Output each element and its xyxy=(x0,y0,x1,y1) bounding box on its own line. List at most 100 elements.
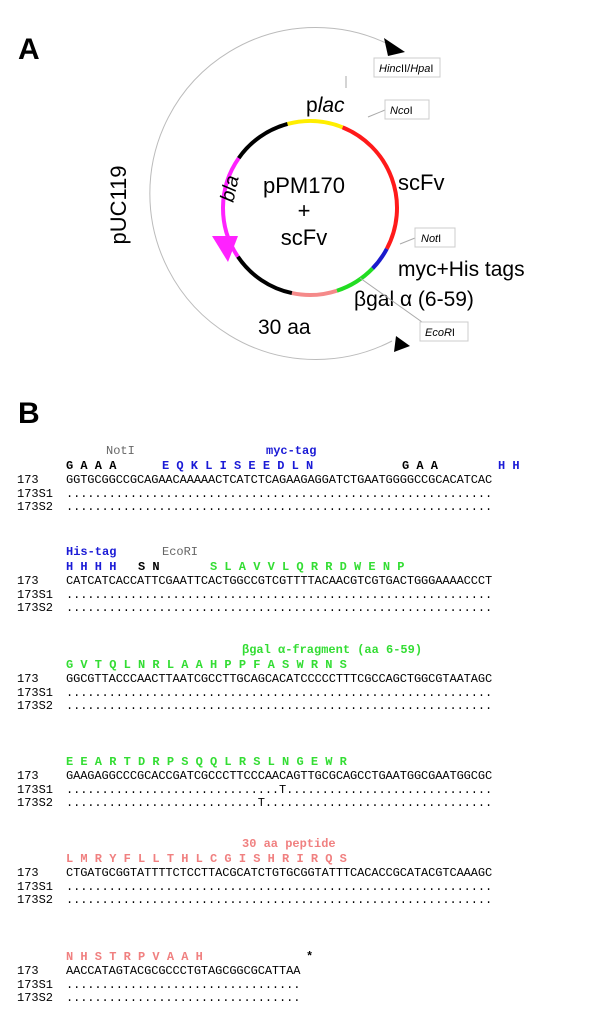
amino-acid-run: S L A V V L Q R R D W E N P xyxy=(210,560,405,574)
sequence-name: 173S2 xyxy=(17,500,54,514)
amino-acid-run: G A A xyxy=(402,459,439,473)
sequence-text: AACCATAGTACGCGCCCTGTAGCGGCGCATTAA xyxy=(66,964,301,978)
sequence-text: ........................................… xyxy=(66,486,493,501)
sequence-name: 173 xyxy=(17,866,39,880)
ring-segment-back1 xyxy=(236,255,293,296)
ring-segment-scfv xyxy=(341,125,399,250)
site-box-nco xyxy=(384,99,430,120)
sequence-text: ........................................… xyxy=(66,685,493,700)
amino-acid-line: N H S T R P V A A H* xyxy=(17,950,587,965)
sequence-text: CTGATGCGGTATTTTCTCCTTACGCATCTGTGCGGTATTT… xyxy=(66,866,493,880)
amino-acid-run: H H H H xyxy=(66,560,117,574)
feature-annotation: NotI xyxy=(106,444,135,458)
sequence-row: 173S1...................................… xyxy=(17,486,587,502)
feature-annotation-line: βgal α-fragment (aa 6-59) xyxy=(17,643,587,658)
sequence-row: 173S1...................................… xyxy=(17,587,587,603)
amino-acid-run: H H xyxy=(498,459,520,473)
ring-segment-aa30 xyxy=(291,288,338,297)
sequence-row: 173S2...................................… xyxy=(17,500,587,515)
sequence-name: 173S1 xyxy=(17,486,54,501)
amino-acid-line: L M R Y F L L T H L C G I S H R I R Q S xyxy=(17,852,587,867)
amino-acid-run: * xyxy=(306,950,314,964)
sequence-row: 173S2...................................… xyxy=(17,893,587,908)
sequence-row: 173 AACCATAGTACGCGCCCTGTAGCGGCGCATTAA xyxy=(17,964,587,979)
sequence-text: ................................. xyxy=(66,991,301,1005)
feature-annotation: 30 aa peptide xyxy=(242,837,336,851)
feature-annotation: βgal α-fragment (aa 6-59) xyxy=(242,643,423,657)
center-label-2: + xyxy=(298,198,311,223)
amino-acid-run: L M R Y F L L T H L C G I S H R I R Q S xyxy=(66,852,347,866)
sequence-name: 173 xyxy=(17,672,39,686)
sequence-name: 173S1 xyxy=(17,587,54,602)
label-bgal: βgal α (6-59) xyxy=(354,288,474,311)
sequence-text: ........................................… xyxy=(66,601,493,615)
amino-acid-run: S N xyxy=(138,560,160,574)
panel-b-letter: B xyxy=(18,397,40,430)
site-box-hinc xyxy=(373,57,441,78)
outer-label-pUC119: pUC119 xyxy=(106,165,131,244)
sequence-name: 173S1 xyxy=(17,977,54,992)
sequence-text: ...........................T............… xyxy=(66,796,493,810)
alignment-block: His-tag EcoRI H H H H S N S L A V V L Q R R … xyxy=(17,545,587,616)
sequence-name: 173S2 xyxy=(17,601,54,615)
sequence-name: 173S2 xyxy=(17,699,54,713)
sequence-name: 173S2 xyxy=(17,796,54,810)
center-label-3: scFv xyxy=(281,225,327,250)
sequence-name: 173 xyxy=(17,574,39,588)
alignment-block: βgal α-fragment (aa 6-59)G V T Q L N R L… xyxy=(17,643,587,714)
sequence-text: ........................................… xyxy=(66,699,493,713)
sequence-text: GAAGAGGCCCGCACCGATCGCCCTTCCCAACAGTTGCGCA… xyxy=(66,769,493,783)
feature-annotation-line xyxy=(17,740,587,755)
sequence-text: CATCATCACCATTCGAATTCACTGGCCGTCGTTTTACAAC… xyxy=(66,574,493,588)
sequence-name: 173S2 xyxy=(17,991,54,1005)
sequence-row: 173 CTGATGCGGTATTTTCTCCTTACGCATCTGTGCGGTA… xyxy=(17,866,587,881)
sequence-text: ........................................… xyxy=(66,893,493,907)
sequence-name: 173 xyxy=(17,473,39,487)
amino-acid-run: E E A R T D R P S Q Q L R S L N G E W R xyxy=(66,755,347,769)
ring-segment-back2 xyxy=(237,122,289,160)
amino-acid-run: G V T Q L N R L A A H P P F A S W R N S xyxy=(66,658,347,672)
center-label-1: pPM170 xyxy=(263,173,345,198)
sequence-row: 173S1...................................… xyxy=(17,685,587,701)
feature-annotation-line: His-tag EcoRI xyxy=(17,545,587,560)
alignment-block: N H S T R P V A A H*173 AACCATAGTACGCGCCC… xyxy=(17,935,587,1006)
outer-circle-pUC119 xyxy=(149,27,393,360)
alignment-block: E E A R T D R P S Q Q L R S L N G E W R 1… xyxy=(17,740,587,811)
sequence-name: 173S1 xyxy=(17,685,54,700)
amino-acid-run: G A A A xyxy=(66,459,117,473)
sequence-name: 173S1 xyxy=(17,782,54,797)
ring-segment-bgal xyxy=(336,267,375,293)
sequence-row: 173S1................................. xyxy=(17,977,587,993)
sequence-row: 173S2................................. xyxy=(17,991,587,1006)
sequence-text: GGTGCGGCCGCAGAACAAAAACTCATCTCAGAAGAGGATC… xyxy=(66,473,493,487)
outer-arrow-top xyxy=(384,38,405,56)
sequence-text: GGCGTTACCCAACTTAATCGCCTTGCAGCACATCCCCCTT… xyxy=(66,672,493,686)
bla-arrowhead xyxy=(212,236,238,262)
sequence-text: ..............................T.........… xyxy=(66,782,493,797)
ring-segment-tags xyxy=(371,247,389,270)
sequence-name: 173 xyxy=(17,964,39,978)
sequence-row: 173 CATCATCACCATTCGAATTCACTGGCCGTCGTTTTAC… xyxy=(17,574,587,589)
feature-annotation-line xyxy=(17,935,587,950)
sequence-name: 173S1 xyxy=(17,879,54,894)
feature-annotation: His-tag xyxy=(66,545,117,559)
amino-acid-line: E E A R T D R P S Q Q L R S L N G E W R xyxy=(17,755,587,770)
site-box-eco xyxy=(419,321,469,342)
site-not: NotI xyxy=(421,233,441,245)
sequence-name: 173 xyxy=(17,769,39,783)
sequence-row: 173S2...................................… xyxy=(17,699,587,714)
site-box-not xyxy=(414,227,456,248)
panel-a-letter: A xyxy=(18,33,40,66)
plasmid-map: pPM170 + scFv pUC119 plac scFv myc+His t… xyxy=(106,27,525,360)
sequence-text: ........................................… xyxy=(66,879,493,894)
feature-annotation-line: 30 aa peptide xyxy=(17,837,587,852)
feature-annotation: EcoRI xyxy=(162,545,199,559)
site-nco: NcoI xyxy=(390,105,413,117)
sequence-name: 173S2 xyxy=(17,893,54,907)
sequence-row: 173 GGCGTTACCCAACTTAATCGCCTTGCAGCACATCCCC… xyxy=(17,672,587,687)
sequence-text: ........................................… xyxy=(66,500,493,514)
